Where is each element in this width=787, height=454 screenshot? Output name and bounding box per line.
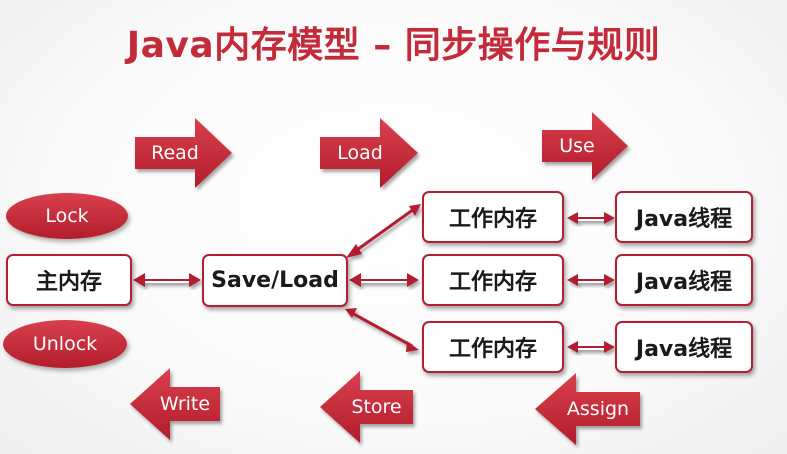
java-thread-box-2: Java线程 xyxy=(615,254,753,306)
java-thread-box-3: Java线程 xyxy=(615,321,753,373)
connector-work2-thread2 xyxy=(567,274,615,286)
connector-saveload-work3 xyxy=(345,308,419,352)
connector-saveload-work2 xyxy=(349,273,419,287)
connector-main-saveload xyxy=(133,273,201,287)
connector-work3-thread3 xyxy=(567,341,615,353)
working-memory-box-3: 工作内存 xyxy=(422,321,564,373)
save-load-box: Save/Load xyxy=(202,254,348,307)
page-title: Java内存模型 – 同步操作与规则 xyxy=(126,25,661,66)
unlock-oval: Unlock xyxy=(3,320,127,368)
store-arrow-shape xyxy=(320,371,413,443)
lock-oval: Lock xyxy=(6,193,128,239)
working-memory-box-2: 工作内存 xyxy=(422,254,564,306)
assign-arrow-shape xyxy=(535,373,640,445)
main-memory-box: 主内存 xyxy=(6,254,132,306)
use-arrow-shape xyxy=(542,112,628,180)
write-arrow-shape xyxy=(130,368,220,440)
read-arrow-shape xyxy=(135,118,232,188)
working-memory-box-1: 工作内存 xyxy=(422,191,564,243)
connector-saveload-work1 xyxy=(346,204,421,258)
java-thread-box-1: Java线程 xyxy=(615,191,753,243)
load-arrow-shape xyxy=(320,118,418,188)
connector-work1-thread1 xyxy=(567,212,615,224)
